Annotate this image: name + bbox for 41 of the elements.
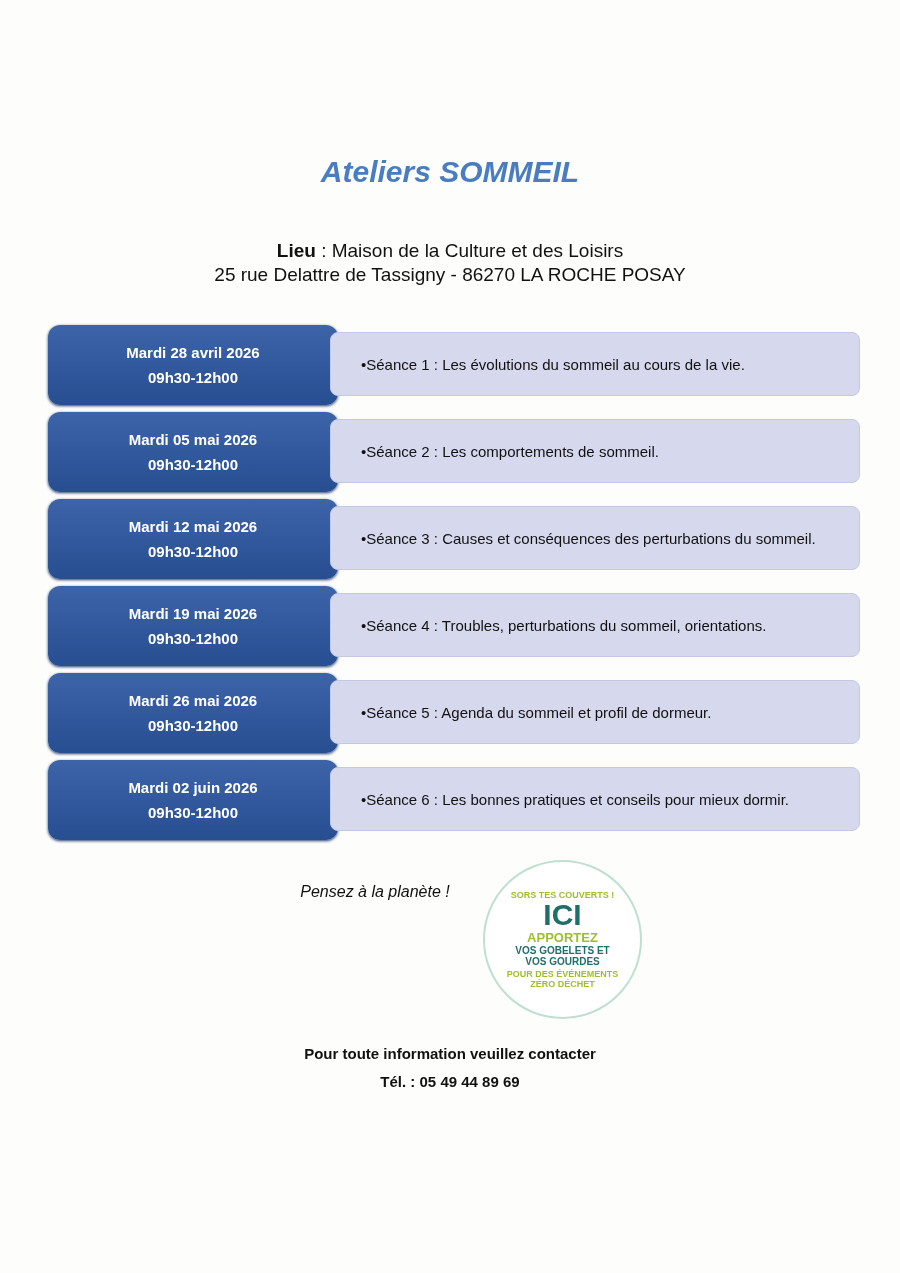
badge-text: SORS TES COUVERTS ! xyxy=(510,889,615,900)
session-box xyxy=(330,767,860,831)
badge-text: VOS GOBELETS ET VOS GOURDES xyxy=(514,944,611,967)
title: Ateliers SOMMEIL xyxy=(319,155,581,189)
date-text: Mardi 05 mai 2026 xyxy=(128,431,258,448)
session-text: •Séance 3 : Causes et conséquences des perturbations du sommeil. xyxy=(361,529,816,547)
address-text: 25 rue Delattre de Tassigny - 86270 LA ROCHE POSAY xyxy=(213,264,687,286)
date-box xyxy=(48,412,338,492)
badge-text: ICI xyxy=(543,899,582,930)
time-text: 09h30-12h00 xyxy=(147,369,239,386)
date-text: Mardi 26 mai 2026 xyxy=(128,692,258,709)
badge-text: POUR DES ÉVÉNEMENTS ZÉRO DÉCHET xyxy=(505,969,620,990)
session-box xyxy=(330,332,860,396)
date-text: Mardi 28 avril 2026 xyxy=(126,344,260,361)
date-box xyxy=(48,586,338,666)
time-text: 09h30-12h00 xyxy=(147,717,239,734)
session-text: •Séance 4 : Troubles, perturbations du sommeil, orientations. xyxy=(361,616,767,634)
date-box xyxy=(48,760,338,840)
date-box xyxy=(48,499,338,579)
date-text: Mardi 12 mai 2026 xyxy=(128,518,258,535)
note-text: Pensez à la planète ! xyxy=(299,883,451,901)
session-box xyxy=(330,419,860,483)
session-box xyxy=(330,506,860,570)
time-text: 09h30-12h00 xyxy=(147,804,239,821)
session-text: •Séance 2 : Les comportements de sommeil. xyxy=(361,442,659,460)
session-box xyxy=(330,593,860,657)
session-text: •Séance 5 : Agenda du sommeil et profil de dormeur. xyxy=(361,703,712,721)
date-box xyxy=(48,673,338,753)
time-text: 09h30-12h00 xyxy=(147,456,239,473)
session-text: •Séance 1 : Les évolutions du sommeil au cours de la vie. xyxy=(361,355,745,373)
contact-text: Pour toute information veuillez contacter xyxy=(303,1045,597,1062)
venue-text: Lieu : Maison de la Culture et des Loisirs xyxy=(275,240,625,262)
phone-text: Tél. : 05 49 44 89 69 xyxy=(379,1073,521,1090)
date-text: Mardi 19 mai 2026 xyxy=(128,605,258,622)
badge-text: APPORTEZ xyxy=(527,929,598,945)
session-box xyxy=(330,680,860,744)
time-text: 09h30-12h00 xyxy=(147,543,239,560)
date-text: Mardi 02 juin 2026 xyxy=(128,779,258,796)
session-text: •Séance 6 : Les bonnes pratiques et conseils pour mieux dormir. xyxy=(361,790,789,808)
date-box xyxy=(48,325,338,405)
time-text: 09h30-12h00 xyxy=(147,630,239,647)
